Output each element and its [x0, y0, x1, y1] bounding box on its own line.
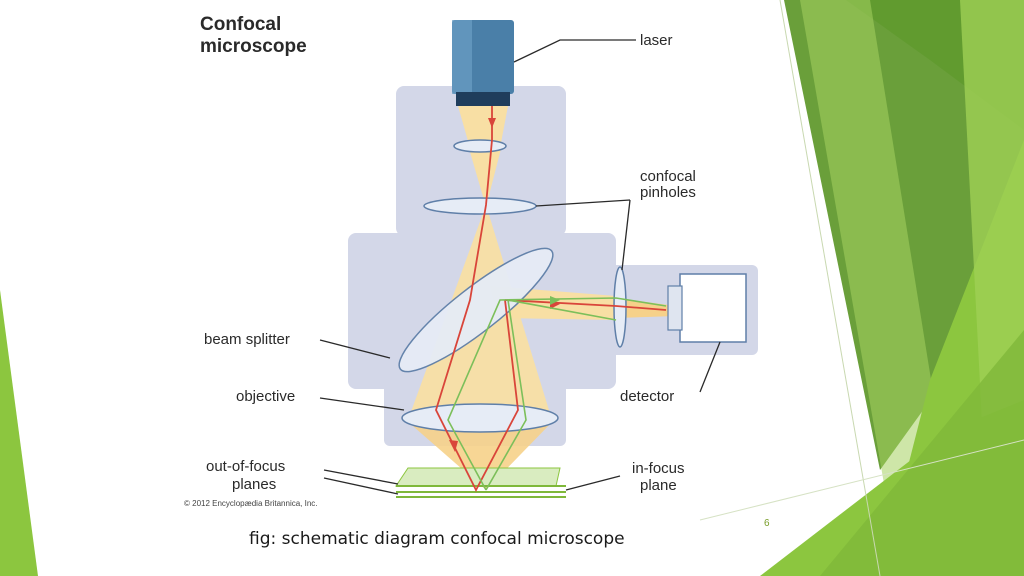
leader-out-of-focus-1 — [323, 469, 399, 485]
beam-laser-top — [458, 106, 508, 148]
diagram-title-line2: microscope — [200, 36, 307, 57]
beam-cone-1 — [468, 145, 502, 207]
detector-unit — [667, 273, 747, 343]
beam-splitter-lens — [398, 247, 554, 373]
green-shape-left — [0, 290, 38, 576]
detector-window — [667, 285, 683, 331]
label-in-focus: in-focus — [632, 460, 685, 477]
microscope-body — [348, 86, 758, 446]
laser-nozzle — [456, 92, 510, 106]
leader-beam-splitter — [319, 339, 391, 359]
confocal-pinhole-top — [423, 197, 537, 215]
leader-pinhole-top — [535, 199, 631, 207]
page-number: 6 — [764, 518, 770, 529]
objective-lens — [401, 403, 559, 433]
laser-unit — [452, 20, 514, 106]
leader-laser — [513, 39, 636, 63]
label-confocal: confocal — [640, 168, 696, 185]
green-shape-bottom-dark — [820, 330, 1024, 576]
leader-in-focus — [565, 475, 621, 491]
label-in-focus-plane: plane — [640, 477, 677, 494]
leader-lines — [319, 39, 721, 495]
leader-objective — [319, 397, 405, 411]
laser-ray-arrow-2 — [449, 440, 458, 452]
lens-top — [453, 139, 507, 153]
laser-ray-to-detector — [504, 299, 667, 311]
leader-out-of-focus-2 — [323, 477, 399, 495]
label-pinholes: pinholes — [640, 184, 696, 201]
laser-highlight — [452, 20, 472, 94]
diagram-title-line1: Confocal — [200, 14, 282, 35]
label-objective: objective — [236, 388, 296, 405]
copyright-notice: © 2012 Encyclopædia Britannica, Inc. — [184, 499, 318, 508]
label-beam-splitter: beam splitter — [204, 331, 290, 348]
label-out-of-focus-planes: planes — [232, 476, 277, 493]
emission-ray-line-1 — [447, 297, 667, 491]
detector-box — [679, 273, 747, 343]
laser-ray-line — [435, 106, 519, 492]
emission-ray-arrow — [550, 296, 560, 305]
specimen-planes — [395, 467, 566, 498]
leader-pinhole-side — [621, 199, 631, 271]
diagram-title: Confocal microscope — [200, 14, 307, 58]
beam-focus — [406, 420, 554, 490]
emission-ray-line-2 — [485, 299, 617, 491]
thin-line-2 — [699, 439, 1024, 521]
leader-detector — [699, 341, 721, 393]
emission-ray-path — [447, 296, 667, 491]
label-detector: detector — [620, 388, 675, 405]
specimen-slab — [395, 467, 561, 487]
figure-caption: fig: schematic diagram confocal microsco… — [249, 529, 625, 549]
laser-ray-arrow-1 — [488, 118, 496, 128]
label-laser: laser — [640, 32, 673, 49]
label-out-of-focus: out-of-focus — [206, 458, 286, 475]
